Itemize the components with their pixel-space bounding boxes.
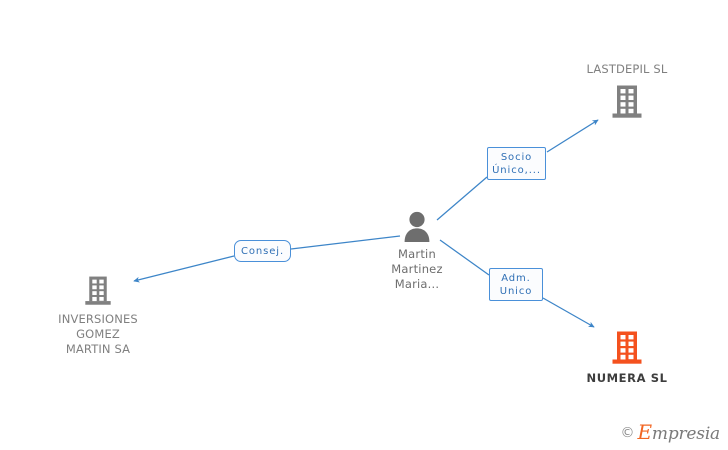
node-label-lastdepil: LASTDEPIL SL bbox=[586, 62, 668, 76]
building-icon bbox=[537, 330, 717, 366]
empresia-watermark: © Empresia bbox=[621, 422, 721, 443]
brand-logo: Empresia bbox=[638, 422, 721, 443]
node-person-martin-martinez[interactable]: Martin Martinez Maria... bbox=[357, 211, 477, 292]
person-icon bbox=[357, 211, 477, 242]
copyright-icon: © bbox=[620, 424, 635, 441]
node-company-inversiones[interactable]: INVERSIONES GOMEZ MARTIN SA bbox=[28, 275, 168, 357]
edge-line-consej bbox=[290, 235, 401, 250]
brand-initial: E bbox=[637, 420, 653, 444]
edge-line-adm-unico bbox=[439, 239, 490, 276]
edge-line-socio-unico bbox=[436, 176, 488, 221]
node-label-inversiones: INVERSIONES GOMEZ MARTIN SA bbox=[58, 312, 138, 356]
node-label-person: Martin Martinez Maria... bbox=[391, 247, 443, 291]
edge-line-adm-unico-head bbox=[542, 297, 595, 328]
node-label-numera: NUMERA SL bbox=[586, 371, 668, 385]
node-company-numera[interactable]: NUMERA SL bbox=[537, 330, 717, 386]
node-company-lastdepil[interactable]: LASTDEPIL SL bbox=[537, 62, 717, 120]
edge-label-socio-unico[interactable]: Socio Único,... bbox=[487, 147, 546, 180]
brand-rest: mpresia bbox=[651, 424, 720, 444]
building-icon bbox=[537, 84, 717, 120]
edge-line-socio-unico-head bbox=[546, 119, 599, 153]
edge-label-consej[interactable]: Consej. bbox=[234, 240, 291, 262]
edge-label-adm-unico[interactable]: Adm. Unico bbox=[489, 268, 543, 301]
building-icon bbox=[28, 275, 168, 307]
edge-line-consej-head bbox=[133, 255, 235, 283]
